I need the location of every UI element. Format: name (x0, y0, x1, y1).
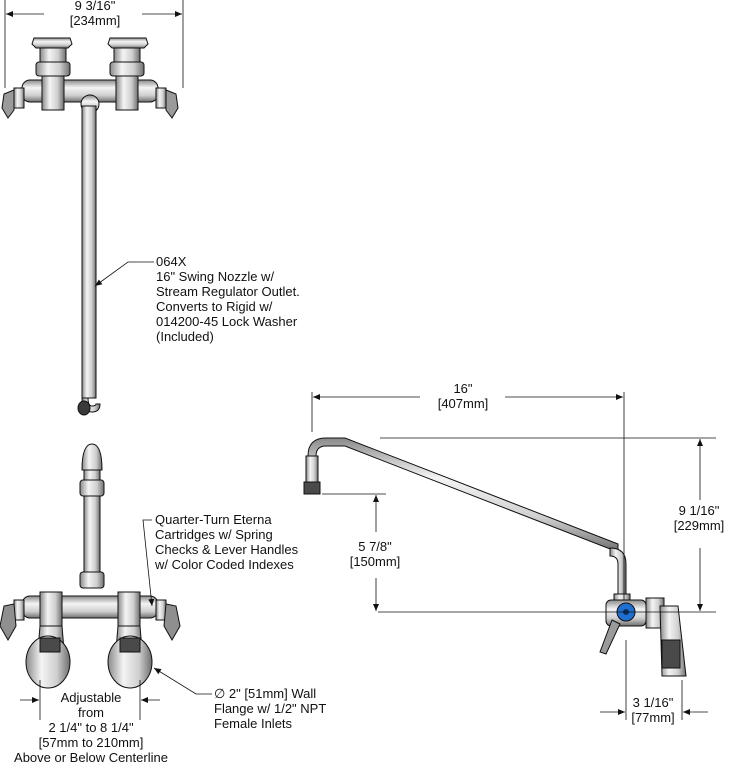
cartridges-callout: Quarter-Turn Eterna Cartridges w/ Spring… (155, 512, 299, 572)
projection-dimension: 3 1/16" [77mm] (631, 695, 675, 725)
nozzle-outlet (77, 400, 91, 416)
right-cartridge (155, 87, 167, 109)
spout-arm (307, 437, 619, 553)
front-right-boss (117, 591, 141, 627)
front-right-lever (163, 603, 181, 642)
swivel-nut (79, 479, 105, 497)
riser-tube (83, 495, 101, 573)
right-lever (165, 89, 179, 119)
right-flange (107, 37, 149, 49)
right-nut (109, 61, 145, 77)
side-lever (599, 619, 621, 655)
side-view-faucet (303, 437, 687, 677)
left-nut (35, 61, 71, 77)
nozzle-callout-leader (94, 261, 154, 287)
right-wall-flange (107, 635, 153, 689)
right-valve-boss (115, 75, 139, 111)
right-inlet (113, 47, 141, 63)
flange-callout: ∅ 2" [51mm] Wall Flange w/ 1/2" NPT Fema… (214, 686, 327, 731)
riser-nut (79, 571, 105, 589)
front-view-faucet (0, 443, 181, 689)
left-lever (1, 89, 15, 119)
top-width-dimension: 9 3/16" [234mm] (69, 0, 121, 28)
top-view-faucet (1, 0, 184, 416)
spout-outlet (303, 481, 321, 495)
left-valve-boss (41, 75, 65, 111)
spout-height-dimension: 9 1/16" [229mm] (673, 503, 725, 533)
left-flange (31, 37, 73, 49)
left-cartridge (13, 87, 25, 109)
left-inlet (39, 47, 67, 63)
centers-dimension: Adjustable from 2 1/4" to 8 1/4" [57mm t… (14, 690, 168, 765)
front-left-lever (0, 603, 17, 642)
flange-callout-leader (153, 667, 212, 695)
cartridges-callout-leader (142, 519, 155, 607)
swing-nozzle-tube (81, 105, 97, 399)
spout-elbow (81, 443, 103, 471)
outlet-height-dimension: 5 7/8" [150mm] (349, 539, 401, 569)
front-left-boss (39, 591, 63, 627)
spout-length-dimension: 16" [407mm] (437, 381, 489, 411)
nozzle-callout: 064X 16" Swing Nozzle w/ Stream Regulato… (156, 254, 300, 344)
